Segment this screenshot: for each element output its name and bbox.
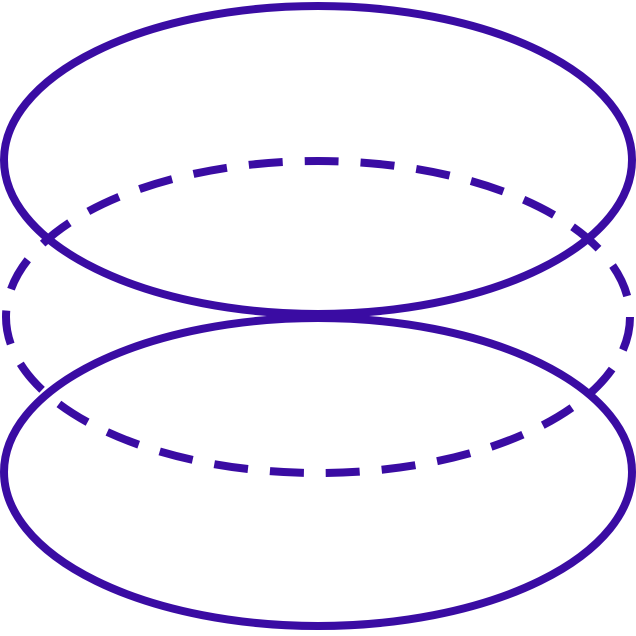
middle-ellipse-dashed [2,157,634,477]
bottom-ellipse-solid [0,314,636,630]
